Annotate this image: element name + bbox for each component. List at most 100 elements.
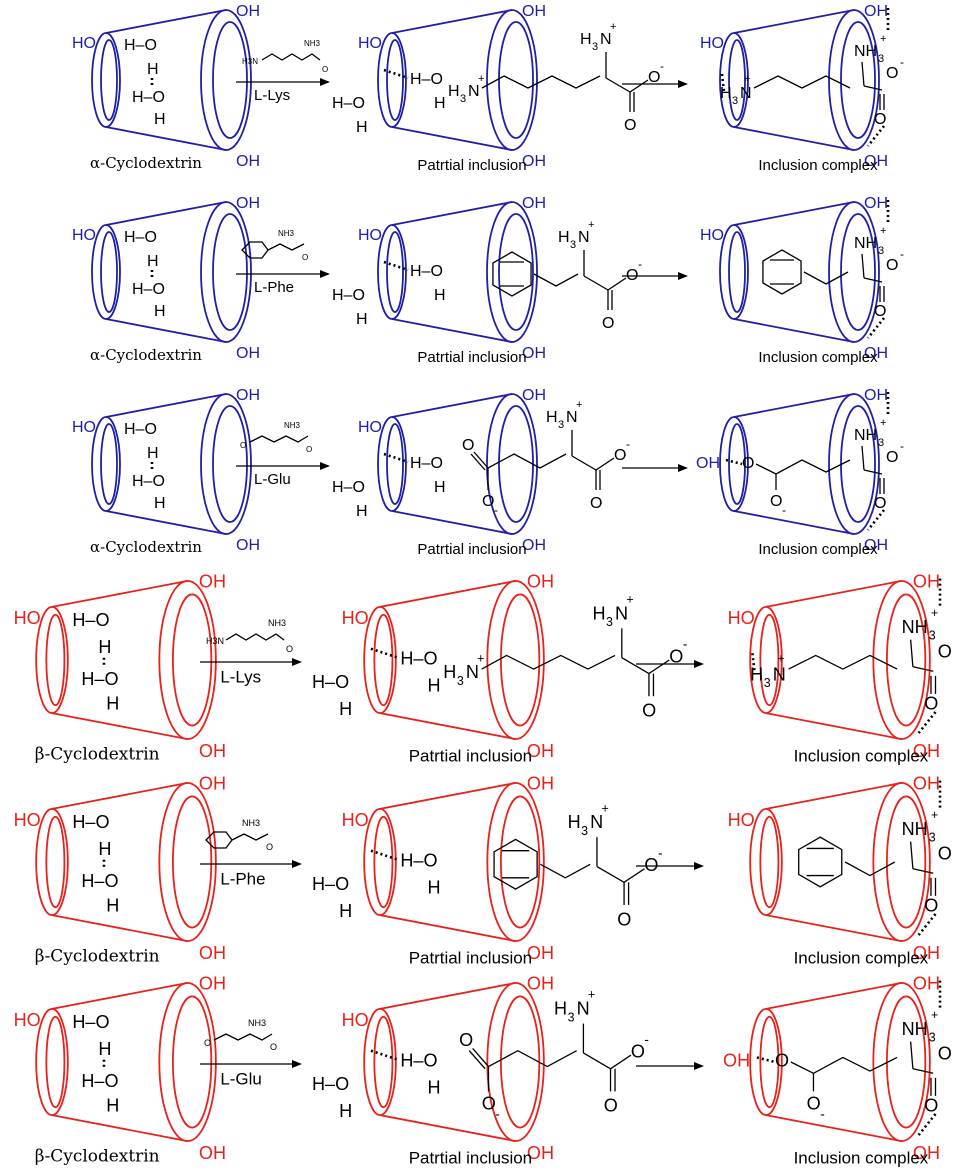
hydroxyl-top-label: OH	[522, 387, 546, 404]
glutamate-chain	[488, 1049, 577, 1068]
hydroxyl-left-label: HO	[72, 419, 96, 436]
wide-rim-outer	[828, 9, 880, 151]
wide-rim-outer	[486, 982, 545, 1143]
cone-edge-bottom	[105, 126, 227, 151]
hbond-dots	[866, 125, 886, 147]
charge-plus-label: +	[601, 801, 608, 815]
narrow-rim-inner	[373, 1015, 394, 1109]
wide-rim-outer	[828, 393, 880, 535]
complex-carbonyl-o-label: O	[924, 896, 938, 916]
narrow-rim-outer	[35, 807, 69, 917]
partial-inclusion-label: Patrtial inclusion	[417, 541, 526, 558]
narrow-rim-inner	[100, 39, 118, 121]
narrow-rim-outer	[363, 1007, 397, 1117]
water-label: H–O	[81, 1071, 118, 1091]
water-label: H–O	[400, 649, 437, 669]
host-name-label: β-Cyclodextrin	[35, 1145, 160, 1165]
side-carboxylate-o-label: O	[482, 493, 494, 510]
wide-rim-inner	[500, 995, 541, 1129]
side-ammonium-n-label: N	[466, 662, 479, 682]
released-water-h-label: H	[339, 901, 352, 921]
charge-plus-label: +	[880, 417, 886, 429]
narrow-rim-outer	[363, 807, 397, 917]
water-label: H–O	[124, 421, 157, 438]
water-h-label: H	[98, 839, 111, 859]
carboxyl-bond	[605, 77, 631, 93]
guest-chain	[213, 1033, 273, 1041]
water-h-label: H	[434, 479, 446, 496]
cone-edge-bottom	[765, 914, 902, 942]
charge-plus-label: +	[478, 73, 484, 85]
hydroxyl-left-label: HO	[14, 810, 41, 830]
narrow-rim-inner	[386, 423, 404, 505]
complex-carboxylate-o-label: O	[886, 449, 898, 466]
hydroxyl-bottom-label: OH	[864, 345, 888, 362]
complex-carboxylate-o-label: O	[807, 1093, 821, 1113]
water-h-label: H	[427, 1078, 440, 1098]
side-ammonium-n-label: N	[468, 83, 480, 100]
complex-ammonium-h-label: H	[720, 85, 732, 102]
released-water-label: H–O	[332, 95, 365, 112]
guest-chain	[261, 53, 321, 61]
wide-rim-inner	[886, 795, 927, 929]
hydroxyl-bottom-label: OH	[864, 153, 888, 170]
charge-minus-label: -	[820, 1107, 825, 1122]
charge-plus-label: +	[626, 593, 633, 607]
arrow-head	[694, 1062, 704, 1070]
hbond-dots	[916, 913, 937, 938]
complex-carboxylate-o-label: O	[938, 844, 952, 864]
amine-n-label: N	[577, 999, 590, 1019]
charge-minus-label: -	[495, 1107, 500, 1122]
hydroxyl-bottom-label: OH	[522, 345, 546, 362]
cone-edge-bottom	[391, 318, 513, 343]
complex-ammonium-sub-label: 3	[764, 676, 771, 690]
glutamate-chain	[790, 1056, 898, 1075]
arrow-head	[320, 78, 330, 86]
side-carboxylate-o-label: O	[482, 1093, 496, 1113]
water-label: H–O	[124, 37, 157, 54]
cone-edge-top	[379, 782, 516, 810]
carbonyl-o-label: O	[624, 117, 636, 134]
complex-carboxylate-o-label: O	[886, 65, 898, 82]
cone-edge-bottom	[379, 712, 516, 740]
water-label: H–O	[400, 1051, 437, 1071]
partial-inclusion-label: Patrtial inclusion	[409, 1149, 532, 1168]
water-label: H–O	[72, 1012, 109, 1032]
cone-edge-top	[765, 982, 902, 1010]
amine-n-label: N	[615, 603, 628, 623]
charge-plus-label: +	[777, 651, 784, 665]
guest-amine-label: NH3	[278, 229, 295, 238]
released-water-h-label: H	[339, 1101, 352, 1121]
hydroxyl-bottom-label: OH	[864, 537, 888, 554]
hydroxyl-top-label: OH	[527, 774, 554, 794]
cone-edge-top	[51, 782, 188, 810]
cone-edge-bottom	[733, 318, 855, 343]
cone-edge-bottom	[765, 1114, 902, 1142]
cone-edge-top	[391, 393, 513, 418]
side-carbonyl-o-label: O	[462, 437, 474, 454]
amine-bond	[909, 1041, 914, 1069]
charge-minus-label: -	[626, 437, 630, 451]
wide-rim-outer	[158, 580, 217, 741]
narrow-rim-outer	[719, 224, 749, 320]
carboxyl-bond	[571, 455, 597, 471]
wide-rim-inner	[840, 21, 876, 139]
hydroxyl-bottom-label: OH	[527, 943, 554, 963]
amine-h-label: H	[592, 603, 605, 623]
complex-amine-sub-label: 3	[878, 437, 884, 449]
narrow-rim-outer	[719, 32, 749, 128]
charge-minus-label: -	[683, 637, 688, 652]
wide-rim-outer	[486, 393, 538, 535]
hbond-dots	[866, 509, 886, 531]
cone-edge-bottom	[379, 1114, 516, 1142]
arrow-head	[320, 270, 330, 278]
charge-plus-label: +	[744, 73, 750, 85]
complex-amine-label: NH	[854, 43, 877, 60]
lysine-chain	[481, 75, 601, 89]
complex-carbonyl-o-label: O	[924, 1096, 938, 1116]
amine-bond	[909, 639, 914, 667]
narrow-rim-outer	[377, 224, 407, 320]
released-water-label: H–O	[312, 1074, 349, 1094]
wide-rim-outer	[158, 982, 217, 1143]
charge-plus-label: +	[931, 808, 938, 822]
